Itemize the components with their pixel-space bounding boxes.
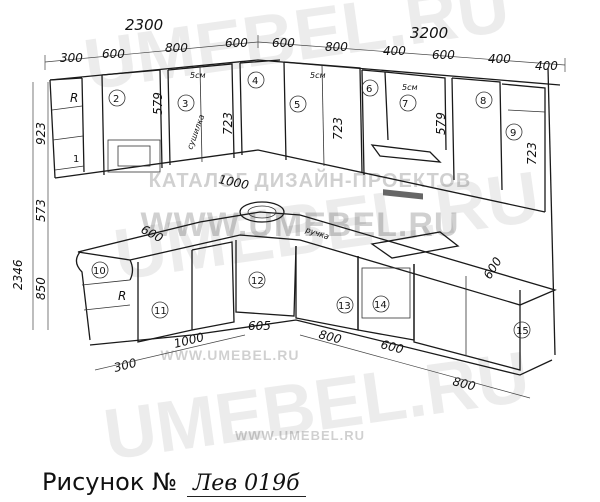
caption-label: Рисунок №	[42, 468, 177, 496]
dim-top-right-seg-4: 600	[432, 48, 455, 62]
drawing-caption: Рисунок № Лев 019б	[42, 468, 306, 498]
module-2-label: 2	[113, 94, 119, 105]
dim-top-right-seg-2: 800	[325, 40, 348, 54]
radius-lower: R	[118, 289, 126, 303]
watermark-site-2: WWW.UMEBEL.RU	[161, 347, 300, 363]
dim-top-right-seg-3: 400	[383, 44, 406, 58]
top-dimensions: 2300 3200 300 600 800 600 600 800 400 60…	[44, 16, 566, 73]
module-13-label: 13	[338, 301, 351, 312]
dim-top-left-seg-4: 600	[225, 36, 248, 50]
dim-cabinet-height-b: 723	[221, 112, 235, 135]
module-1-label: 1	[73, 154, 79, 165]
dim-bottom-3: 605	[248, 319, 271, 333]
dryer-label: сушилка	[185, 113, 206, 150]
watermark-strip: КАТАЛОГ ДИЗАЙН-ПРОЕКТОВ	[149, 168, 472, 192]
upper-cabinets-right: 5см 5 723 6 7 5см 579 8 9 723	[283, 61, 556, 356]
caption-code: Лев 019б	[186, 471, 306, 497]
dim-bottom-1: 300	[112, 356, 138, 375]
dim-height-lower: 850	[34, 277, 48, 300]
dim-bottom-5: 600	[379, 337, 405, 356]
base-cabinets: 10 R 11 12 13 14 15	[75, 201, 557, 376]
module-7-label: 7	[402, 99, 408, 110]
dim-top-left-seg-1: 300	[60, 51, 83, 65]
filler-label-2: 5см	[310, 71, 326, 80]
module-6-label: 6	[366, 84, 372, 95]
dim-cabinet-height-a: 579	[151, 92, 165, 115]
dim-top-left-seg-2: 600	[102, 47, 125, 61]
watermarks: UMEBEL.RU UMEBEL.RU UMEBEL.RU WWW.UMEBEL…	[79, 0, 544, 476]
module-9-label: 9	[510, 128, 516, 139]
module-10-label: 10	[93, 266, 106, 277]
module-5-label: 5	[294, 100, 300, 111]
watermark-site-3: WWW.UMEBEL.RU	[235, 428, 365, 443]
dim-height-upper: 923	[34, 122, 48, 145]
module-12-label: 12	[251, 276, 264, 287]
module-15-label: 15	[516, 326, 529, 337]
filler-label-3: 5см	[402, 83, 418, 92]
upper-cabinets-left: 1 R 2 579 5см 3 сушилка 723 4	[49, 59, 561, 213]
dim-cabinet-height-c: 723	[331, 117, 345, 140]
radius-upper: R	[70, 91, 78, 105]
module-8-label: 8	[480, 96, 486, 107]
module-4-label: 4	[252, 76, 258, 87]
dim-height-gap: 573	[34, 199, 48, 222]
module-3-label-left: 3	[182, 99, 188, 110]
dim-top-right-seg-5: 400	[488, 52, 511, 66]
filler-label-1: 5см	[190, 71, 206, 80]
dim-bottom-6: 800	[451, 374, 477, 393]
dim-top-left-seg-3: 800	[165, 41, 188, 55]
dim-top-left-total: 2300	[125, 16, 163, 34]
dim-top-right-total: 3200	[410, 24, 448, 42]
dim-width-1000: 1000	[217, 172, 250, 192]
dim-depth-right: 600	[481, 254, 505, 281]
dim-cabinet-height-e: 723	[525, 142, 539, 165]
dim-top-right-seg-6: 400	[535, 59, 558, 73]
dim-top-right-seg-1: 600	[272, 36, 295, 50]
module-11-label: 11	[154, 306, 167, 317]
dim-cabinet-height-d: 579	[434, 112, 448, 135]
dim-height-total: 2346	[11, 259, 25, 290]
vertical-dimensions: 2346 923 573 850	[11, 82, 49, 330]
module-14-label: 14	[374, 300, 387, 311]
